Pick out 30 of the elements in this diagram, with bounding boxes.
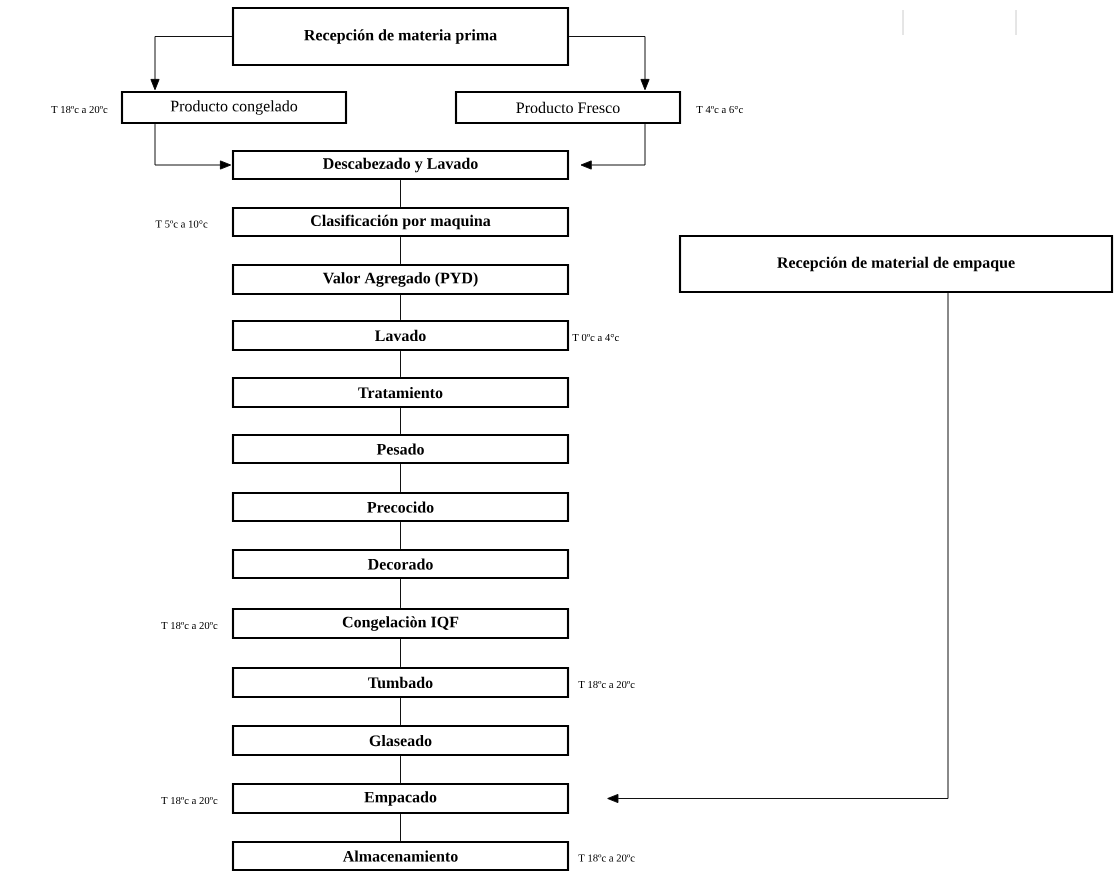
temperature-note: T 18ºc a 20ºc [578, 854, 635, 862]
temperature-note: T 5ºc a 10°c [155, 220, 208, 228]
process-box: Tratamiento [231, 376, 570, 409]
process-box: Empacado [231, 782, 570, 815]
process-box: Valor Agregado (PYD) [231, 263, 570, 296]
process-box: Congelaciòn IQF [231, 607, 570, 640]
process-box: Recepción de materia prima [231, 6, 570, 67]
process-box: Decorado [231, 548, 570, 580]
process-box: Pesado [231, 433, 570, 465]
process-box: Glaseado [231, 724, 570, 757]
process-box: Recepción de material de empaque [678, 234, 1114, 294]
process-box: Lavado [231, 319, 570, 352]
process-box: Producto congelado [120, 90, 348, 125]
temperature-note: T 0ºc a 4°c [572, 333, 619, 342]
process-box: Clasificación por maquina [231, 206, 570, 238]
arrow [568, 36, 650, 91]
process-box: Producto Fresco [454, 90, 682, 125]
temperature-note: T 18ºc a 20ºc [161, 796, 218, 805]
arrow [607, 292, 949, 804]
arrow [154, 123, 232, 170]
arrow [580, 123, 646, 170]
temperature-note: T 18ºc a 20ºc [578, 680, 635, 689]
temperature-note: T 4ºc a 6°c [696, 105, 743, 114]
temperature-note: T 18ºc a 20ºc [51, 105, 108, 114]
process-box: Descabezado y Lavado [231, 149, 570, 181]
process-box: Precocido [231, 491, 570, 523]
process-box: Almacenamiento [231, 840, 570, 872]
arrow [150, 36, 233, 91]
temperature-note: T 18ºc a 20ºc [161, 621, 218, 630]
process-box: Tumbado [231, 666, 570, 699]
